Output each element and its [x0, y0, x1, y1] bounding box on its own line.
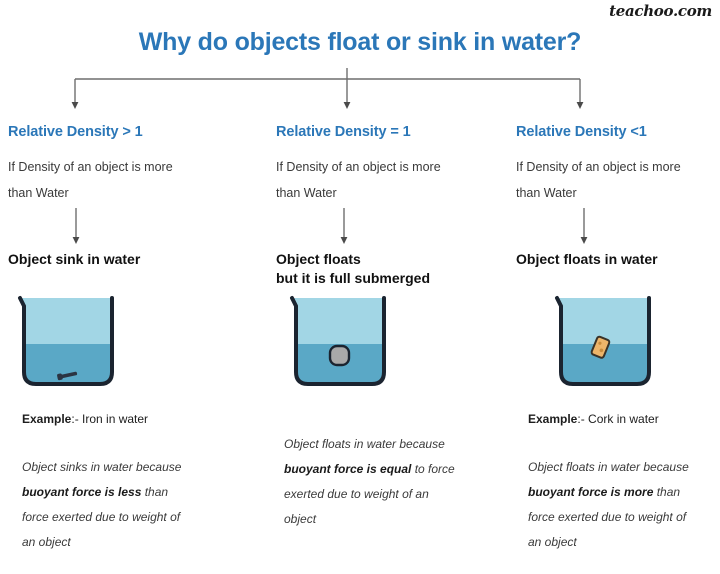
beaker-illustration-sink — [18, 296, 114, 386]
connector-tree — [71, 68, 584, 109]
arrow-down-icon — [340, 208, 348, 244]
explanation-after-bold: than — [141, 485, 169, 499]
watermark-teachoo: teachoo.com — [609, 2, 712, 20]
explanation-line-3: force exerted due to weight of — [528, 510, 687, 524]
example-label: Example — [528, 412, 578, 426]
condition-line-2: than Water — [516, 186, 577, 200]
column-condition: If Density of an object is more than Wat… — [276, 154, 508, 206]
down-arrow-container — [8, 206, 240, 250]
condition-line-2: than Water — [276, 186, 337, 200]
result-line-2: but it is full submerged — [276, 270, 431, 286]
example-cork: Example:- Cork in water — [528, 412, 659, 426]
cork-icon — [590, 335, 611, 359]
explanation-after-bold: to force — [411, 462, 455, 476]
example-iron: Example:- Iron in water — [22, 412, 148, 426]
explanation-float: Object floats in water because buoyant f… — [528, 455, 720, 555]
column-result: Object floats but it is full submerged — [276, 250, 508, 288]
example-text: :- Cork in water — [577, 412, 659, 426]
column-result: Object floats in water — [516, 250, 716, 269]
iron-nail-icon — [57, 371, 78, 381]
beaker-illustration-submerged — [290, 296, 386, 386]
explanation-line-3: exerted due to weight of an — [284, 487, 429, 501]
explanation-bold: buoyant force is more — [528, 485, 654, 499]
column-heading: Relative Density > 1 — [8, 124, 143, 140]
explanation-sink: Object sinks in water because buoyant fo… — [22, 455, 237, 555]
explanation-bold: buoyant force is equal — [284, 462, 412, 476]
condition-line-1: If Density of an object is more — [516, 160, 681, 174]
explanation-submerged: Object floats in water because buoyant f… — [284, 432, 499, 532]
explanation-line-1: Object sinks in water because — [22, 460, 182, 474]
explanation-bold: buoyant force is less — [22, 485, 142, 499]
column-condition: If Density of an object is more than Wat… — [8, 154, 240, 206]
explanation-line-4: an object — [528, 535, 577, 549]
explanation-line-4: object — [284, 512, 317, 526]
result-line-1: Object sink in water — [8, 251, 141, 267]
condition-line-2: than Water — [8, 186, 69, 200]
explanation-after-bold: than — [653, 485, 681, 499]
arrow-down-icon — [580, 208, 588, 244]
result-line-1: Object floats in water — [516, 251, 658, 267]
column-relative-density-equal: Relative Density = 1 If Density of an ob… — [276, 124, 508, 288]
down-arrow-container — [516, 206, 716, 250]
explanation-line-1: Object floats in water because — [284, 437, 445, 451]
explanation-line-4: an object — [22, 535, 71, 549]
example-label: Example — [22, 412, 72, 426]
explanation-line-1: Object floats in water because — [528, 460, 689, 474]
beaker-illustration-float — [555, 296, 651, 386]
column-condition: If Density of an object is more than Wat… — [516, 154, 716, 206]
condition-line-1: If Density of an object is more — [8, 160, 173, 174]
page-title: Why do objects float or sink in water? — [138, 28, 582, 56]
column-result: Object sink in water — [8, 250, 240, 269]
arrow-down-icon — [72, 208, 80, 244]
submerged-stone-icon — [328, 344, 351, 367]
example-text: :- Iron in water — [71, 412, 149, 426]
explanation-line-3: force exerted due to weight of — [22, 510, 181, 524]
down-arrow-container — [276, 206, 508, 250]
column-relative-density-less: Relative Density <1 If Density of an obj… — [516, 124, 716, 269]
condition-line-1: If Density of an object is more — [276, 160, 441, 174]
result-line-1: Object floats — [276, 251, 361, 267]
column-relative-density-greater: Relative Density > 1 If Density of an ob… — [8, 124, 240, 269]
column-heading: Relative Density = 1 — [276, 124, 411, 140]
column-heading: Relative Density <1 — [516, 124, 647, 140]
